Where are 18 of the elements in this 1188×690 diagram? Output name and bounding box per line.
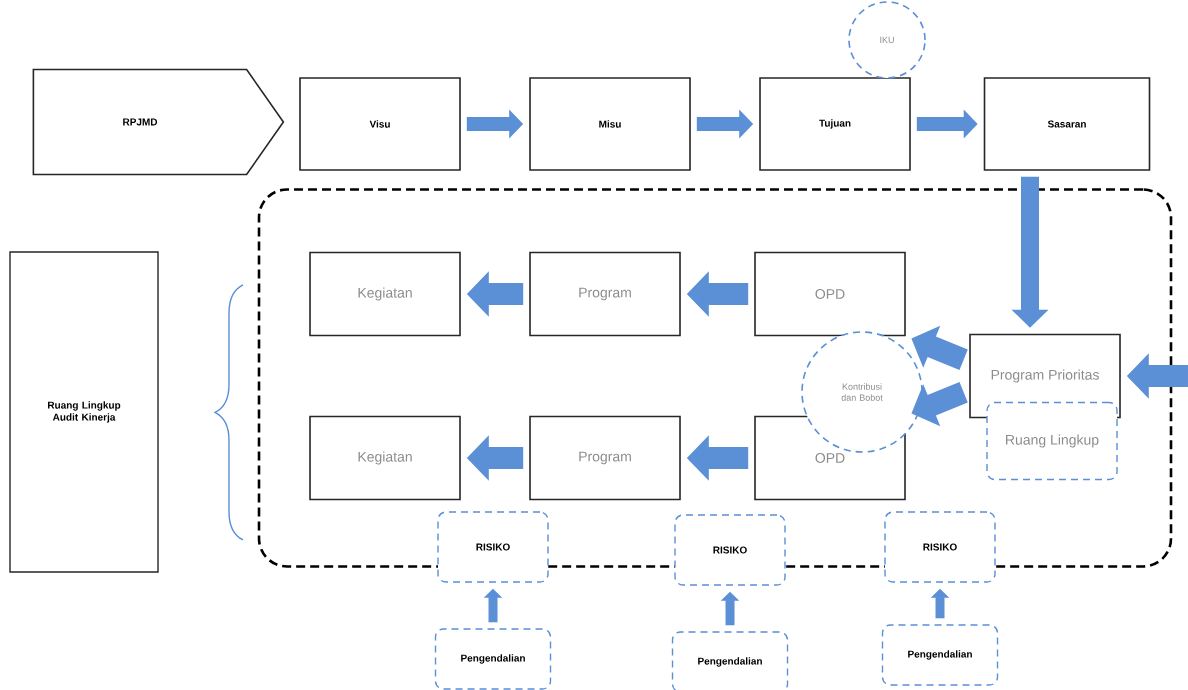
dashed-box: RISIKO <box>884 511 996 583</box>
process-box: Program <box>529 415 681 501</box>
dashed-box: Pengendalian <box>881 624 999 686</box>
process-box: Misu <box>529 77 691 171</box>
process-box: Kegiatan <box>309 251 461 337</box>
dashed-container <box>257 188 1173 568</box>
dashed-box: RISIKO <box>437 511 549 583</box>
process-box: Kegiatan <box>309 415 461 501</box>
process-box: Visu <box>299 77 461 171</box>
process-box: Program <box>529 251 681 337</box>
dashed-box: Pengendalian <box>671 631 789 690</box>
dashed-box: Ruang Lingkup <box>986 401 1118 481</box>
pentagon-box: RPJMD <box>32 68 285 176</box>
process-box: Ruang Lingkup Audit Kinerja <box>9 251 159 573</box>
dashed-box: Pengendalian <box>434 628 552 690</box>
dashed-box: RISIKO <box>674 514 786 586</box>
process-box: Sasaran <box>983 77 1151 171</box>
process-box: OPD <box>754 251 906 337</box>
